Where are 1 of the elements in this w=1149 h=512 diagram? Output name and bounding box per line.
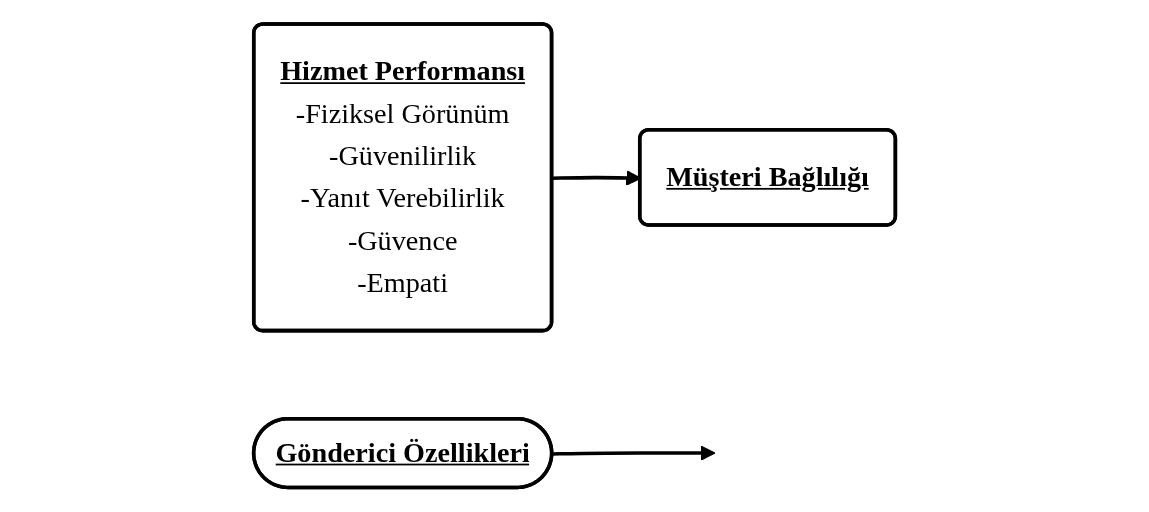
arrow xyxy=(552,445,716,462)
